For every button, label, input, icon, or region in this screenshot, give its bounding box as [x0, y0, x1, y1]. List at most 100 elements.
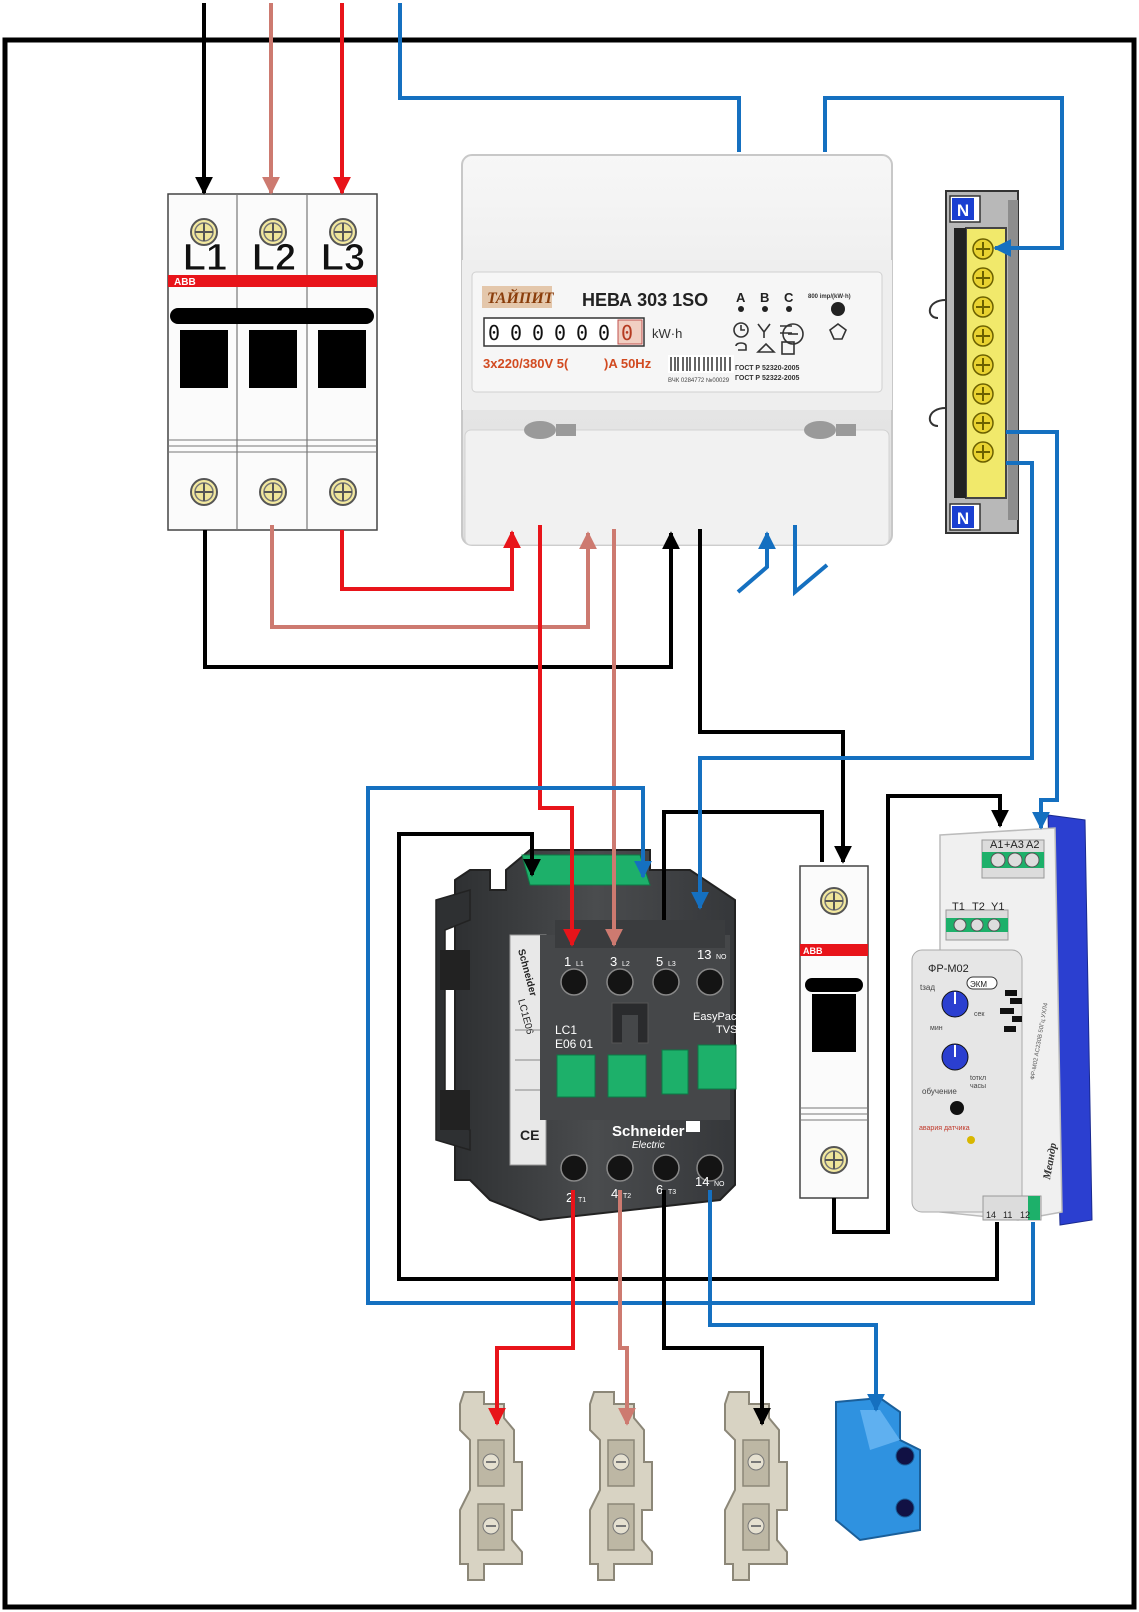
- meter-digit-1: 0: [488, 321, 500, 345]
- contactor-series-line1: EasyPact: [693, 1011, 739, 1023]
- wire-meter-n-to-bus: [823, 96, 1064, 257]
- relay-learn-button[interactable]: [950, 1101, 964, 1115]
- contactor-brand-sub: Electric: [632, 1140, 665, 1151]
- wire-bus-to-contactor-13: [691, 461, 1034, 910]
- contactor-term-3-sub: L2: [622, 961, 630, 968]
- contactor-bottom-screw-6: [652, 1154, 680, 1182]
- contactor-top-screw-5: [652, 968, 680, 996]
- relay-alarm-label: авария датчика: [919, 1125, 970, 1132]
- breaker3p-label-l2: L2: [252, 237, 296, 279]
- meter-digit-7: 0: [621, 321, 633, 345]
- relay-term-14: 14: [986, 1210, 996, 1220]
- relay-term-t2: T2: [972, 901, 985, 913]
- relay-term-a3: +A3: [1004, 839, 1024, 851]
- relay-knob1-units-a: мин: [930, 1025, 943, 1032]
- relay-knob1-units-b: сек: [974, 1011, 985, 1018]
- contactor-term-2-sub: T1: [578, 1197, 586, 1204]
- meter-phase-a: A: [736, 290, 746, 305]
- meter-phase-c: C: [784, 290, 794, 305]
- wire-breaker-to-contactor-5: [662, 810, 824, 920]
- wire-breaker-l3-to-meter: [340, 530, 521, 591]
- contactor-term-1-sub: L1: [576, 961, 584, 968]
- relay-front-panel: [911, 949, 1023, 1213]
- contactor-term-14: 14: [695, 1174, 709, 1189]
- contactor-window-3: [661, 1049, 689, 1095]
- meter-rating-right: )A 50Hz: [604, 356, 652, 371]
- meter-model: НЕВА 303 1SO: [582, 290, 708, 310]
- relay-learn-label: обучение: [922, 1087, 957, 1096]
- breaker3p-handle-3[interactable]: [318, 330, 366, 388]
- contactor: Schneider LC1E06 CE 1 L1 3 L2 5 L3 13: [435, 849, 739, 1222]
- meter-digits: 0 0 0 0 0 0 0: [488, 319, 643, 345]
- contactor-window-2: [607, 1054, 647, 1098]
- contactor-term-6: 6: [656, 1182, 663, 1197]
- wire-meter-n-in: [736, 531, 776, 594]
- contactor-term-5: 5: [656, 954, 663, 969]
- contactor-brand: Schneider: [612, 1123, 685, 1140]
- output-terminal-n: [835, 1396, 921, 1542]
- contactor-term-2: 2: [566, 1190, 573, 1205]
- contactor-top-screw-13: [696, 968, 724, 996]
- meter-impulses: 800 imp/(kW·h): [808, 294, 851, 300]
- contactor-top-screw-3: [606, 968, 634, 996]
- meter-digit-3: 0: [532, 321, 544, 345]
- contactor-model-line1: LC1: [555, 1023, 577, 1037]
- contactor-bottom-screw-2: [560, 1154, 588, 1182]
- enclosure-frame: [2, 37, 1137, 1610]
- contactor-term-4: 4: [611, 1186, 618, 1201]
- meter-gost-1: ГОСТ Р 52320-2005: [735, 365, 800, 372]
- three-pole-breaker: ABB L1 L2 L3: [167, 193, 378, 531]
- bus-screw-3: [972, 296, 994, 318]
- breaker1p-red-band: [800, 944, 868, 956]
- wire-meter-l3-to-breaker: [698, 529, 852, 864]
- output-terminal-l2: [589, 1391, 653, 1581]
- meter-digit-2: 0: [510, 321, 522, 345]
- meter-logo: ТАЙПИТ: [487, 288, 555, 307]
- wire-meter-l1-to-contactor: [538, 525, 581, 947]
- breaker1p-top-screw: [820, 887, 848, 915]
- relay-fr-m02: A1 +A3 A2 T1 T2 Y1 ФР-М02 ЭКМ tзад мин с…: [911, 814, 1093, 1226]
- contactor-term-13-sub: NO: [716, 954, 727, 961]
- single-pole-breaker: ABB: [799, 865, 869, 1199]
- meter-logo-box: [482, 286, 552, 308]
- breaker3p-handle-1[interactable]: [180, 330, 228, 388]
- meter-serial: ВЧК 0284772 №00029: [668, 377, 730, 384]
- meter-unit: kW·h: [652, 326, 682, 341]
- meter-symbols: [733, 322, 847, 355]
- breaker3p-label-l3: L3: [321, 237, 365, 279]
- wire-contactor-14-to-n-terminal: [708, 1190, 885, 1412]
- breaker3p-bottom-screw-2: [259, 478, 287, 506]
- contactor-window-4: [697, 1044, 737, 1090]
- bus-screw-8: [972, 441, 994, 463]
- meter-barcode: [668, 355, 734, 373]
- meter-digit-5: 0: [576, 321, 588, 345]
- wire-contactor-t3-to-terminal: [662, 1190, 771, 1426]
- bus-screw-2: [972, 267, 994, 289]
- wire-meter-n-out: [793, 525, 829, 597]
- contactor-term-5-sub: L3: [668, 961, 676, 968]
- bus-label-top: N: [957, 201, 969, 220]
- energy-meter: ТАЙПИТ НЕВА 303 1SO 0 0 0 0 0 0 0 kW·h 3…: [461, 154, 893, 546]
- wire-breaker-l2-to-meter: [270, 525, 597, 629]
- meter-display: [483, 317, 645, 347]
- relay-term-t1: T1: [952, 901, 965, 913]
- breaker3p-handle-2[interactable]: [249, 330, 297, 388]
- bus-screw-5: [972, 354, 994, 376]
- contactor-term-14-sub: NO: [714, 1181, 725, 1188]
- wire-relay-12-to-coil: [366, 786, 1035, 1305]
- contactor-coil-label: [521, 854, 651, 886]
- bus-label-bottom: N: [957, 509, 969, 528]
- relay-alarm-led: [967, 1136, 975, 1144]
- contactor-term-13: 13: [697, 947, 711, 962]
- relay-knob2-units: часы: [970, 1083, 986, 1090]
- relay-term-a2: A2: [1026, 839, 1039, 851]
- relay-knob1-label: tзад: [920, 983, 935, 992]
- wire-contactor-t2-to-terminal: [618, 1190, 636, 1426]
- bus-screw-6: [972, 383, 994, 405]
- relay-term-12: 12: [1020, 1210, 1030, 1220]
- contactor-series-line2: TVS: [716, 1024, 737, 1036]
- breaker1p-handle[interactable]: [812, 994, 856, 1052]
- meter-phase-b: B: [760, 290, 769, 305]
- output-terminal-l3: [724, 1391, 788, 1581]
